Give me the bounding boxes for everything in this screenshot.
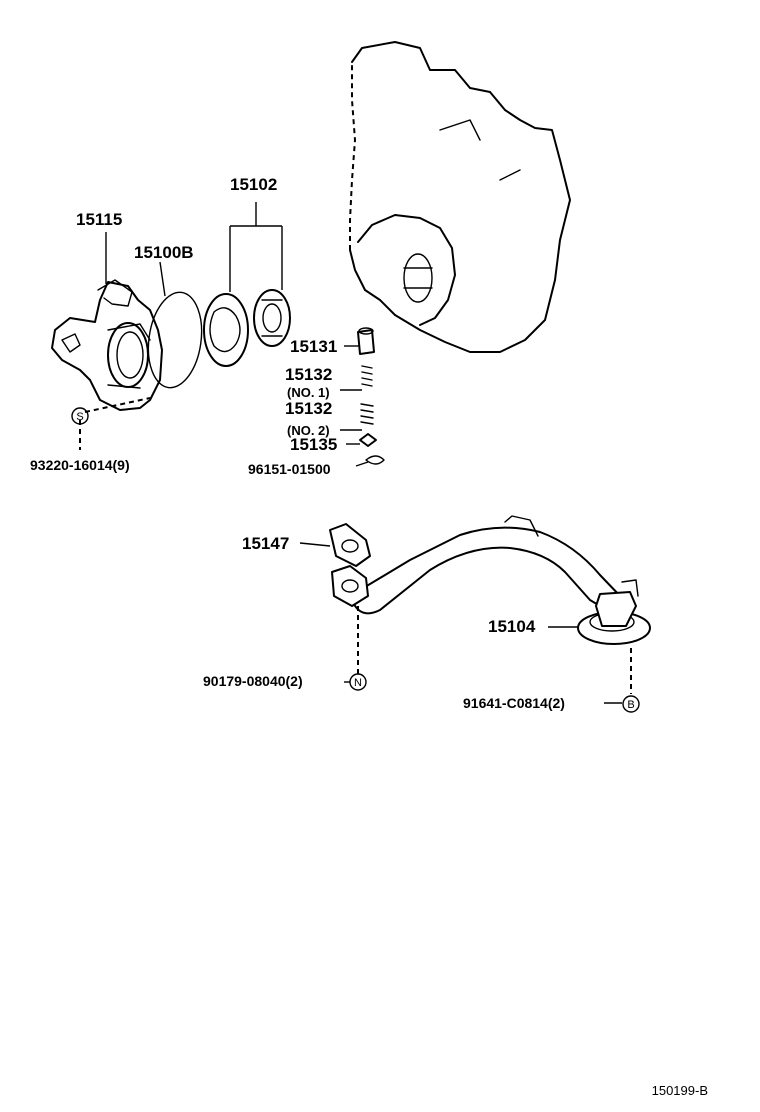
leader-lines (79, 202, 632, 704)
label-15132-no2-sub: (NO. 2) (287, 423, 330, 438)
oil-pump-body (51, 279, 163, 411)
label-93220-16014: 93220-16014(9) (30, 457, 130, 473)
marker-s: S (71, 407, 89, 425)
relief-valve-parts (357, 327, 385, 465)
label-15102: 15102 (230, 175, 277, 194)
diagram-code: 150199-B (652, 1083, 708, 1098)
label-90179-08040: 90179-08040(2) (203, 673, 303, 689)
label-15147: 15147 (242, 534, 289, 553)
strainer-gasket (329, 523, 371, 567)
label-15132-no1: 15132 (285, 365, 332, 384)
label-15135: 15135 (290, 435, 337, 454)
label-96151-01500: 96151-01500 (248, 461, 331, 477)
label-15131: 15131 (290, 337, 337, 356)
label-15132-no1-sub: (NO. 1) (287, 385, 330, 400)
marker-n-text: N (354, 677, 362, 689)
label-15100b: 15100B (134, 243, 194, 262)
label-15115: 15115 (76, 210, 122, 229)
oil-strainer (331, 515, 651, 645)
marker-b-text: B (627, 699, 634, 711)
engine-block-outline (349, 41, 571, 353)
label-15104: 15104 (488, 617, 536, 636)
label-91641-c0814: 91641-C0814(2) (463, 695, 565, 711)
pump-rotors (203, 289, 291, 367)
marker-b: B (622, 695, 640, 713)
marker-n: N (349, 673, 367, 691)
o-ring (147, 291, 203, 389)
label-15132-no2: 15132 (285, 399, 332, 418)
marker-s-text: S (76, 411, 83, 423)
